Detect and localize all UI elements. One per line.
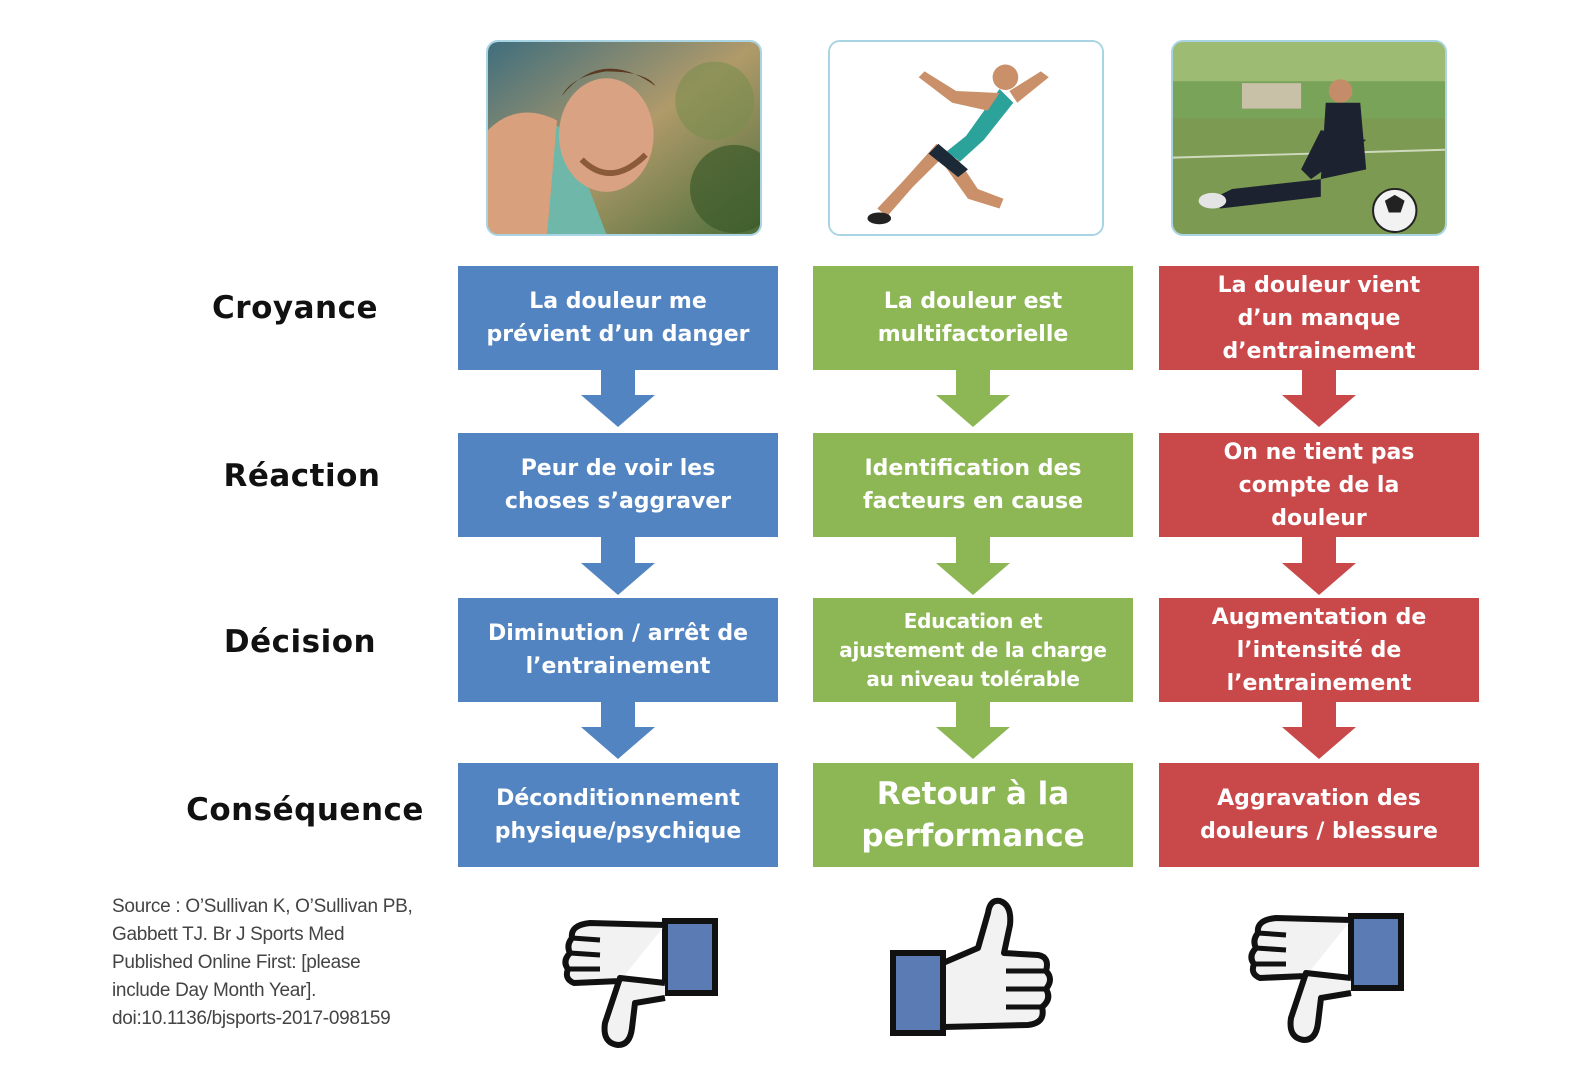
- box-col3-consequence: Aggravation des douleurs / blessure: [1159, 763, 1479, 867]
- arrow-down-icon: [1282, 701, 1356, 759]
- injured-football-player-photo: [1171, 40, 1447, 236]
- box-col3-decision: Augmentation de l’intensité de l’entrain…: [1159, 598, 1479, 702]
- box-col2-decision: Education et ajustement de la charge au …: [813, 598, 1133, 702]
- box-col1-reaction: Peur de voir les choses s’aggraver: [458, 433, 778, 537]
- box-col3-reaction: On ne tient pas compte de la douleur: [1159, 433, 1479, 537]
- box-col1-croyance: La douleur me prévient d’un danger: [458, 266, 778, 370]
- thumbs-up-icon: [890, 897, 1053, 1036]
- arrow-down-icon: [936, 369, 1010, 427]
- row-label-reaction: Réaction: [223, 458, 381, 494]
- thumbs-down-icon: [1248, 913, 1404, 1043]
- arrow-down-icon: [581, 369, 655, 427]
- sprinter-photo: [828, 40, 1104, 236]
- arrow-down-icon: [581, 537, 655, 595]
- arrow-down-icon: [1282, 537, 1356, 595]
- box-col1-consequence: Déconditionnement physique/psychique: [458, 763, 778, 867]
- arrow-down-icon: [581, 701, 655, 759]
- arrow-down-icon: [936, 701, 1010, 759]
- box-col2-reaction: Identification des facteurs en cause: [813, 433, 1133, 537]
- row-label-croyance: Croyance: [212, 290, 378, 326]
- box-col1-decision: Diminution / arrêt de l’entrainement: [458, 598, 778, 702]
- box-col3-croyance: La douleur vient d’un manque d’entrainem…: [1159, 266, 1479, 370]
- tired-athlete-photo: [486, 40, 762, 236]
- box-col2-croyance: La douleur est multifactorielle: [813, 266, 1133, 370]
- arrow-down-icon: [1282, 369, 1356, 427]
- row-label-consequence: Conséquence: [186, 792, 424, 828]
- arrow-down-icon: [936, 537, 1010, 595]
- box-col2-consequence: Retour à la performance: [813, 763, 1133, 867]
- source-citation: Source : O’Sullivan K, O’Sullivan PB, Ga…: [112, 896, 413, 1029]
- row-label-decision: Décision: [223, 624, 377, 660]
- thumbs-down-icon: [562, 918, 718, 1048]
